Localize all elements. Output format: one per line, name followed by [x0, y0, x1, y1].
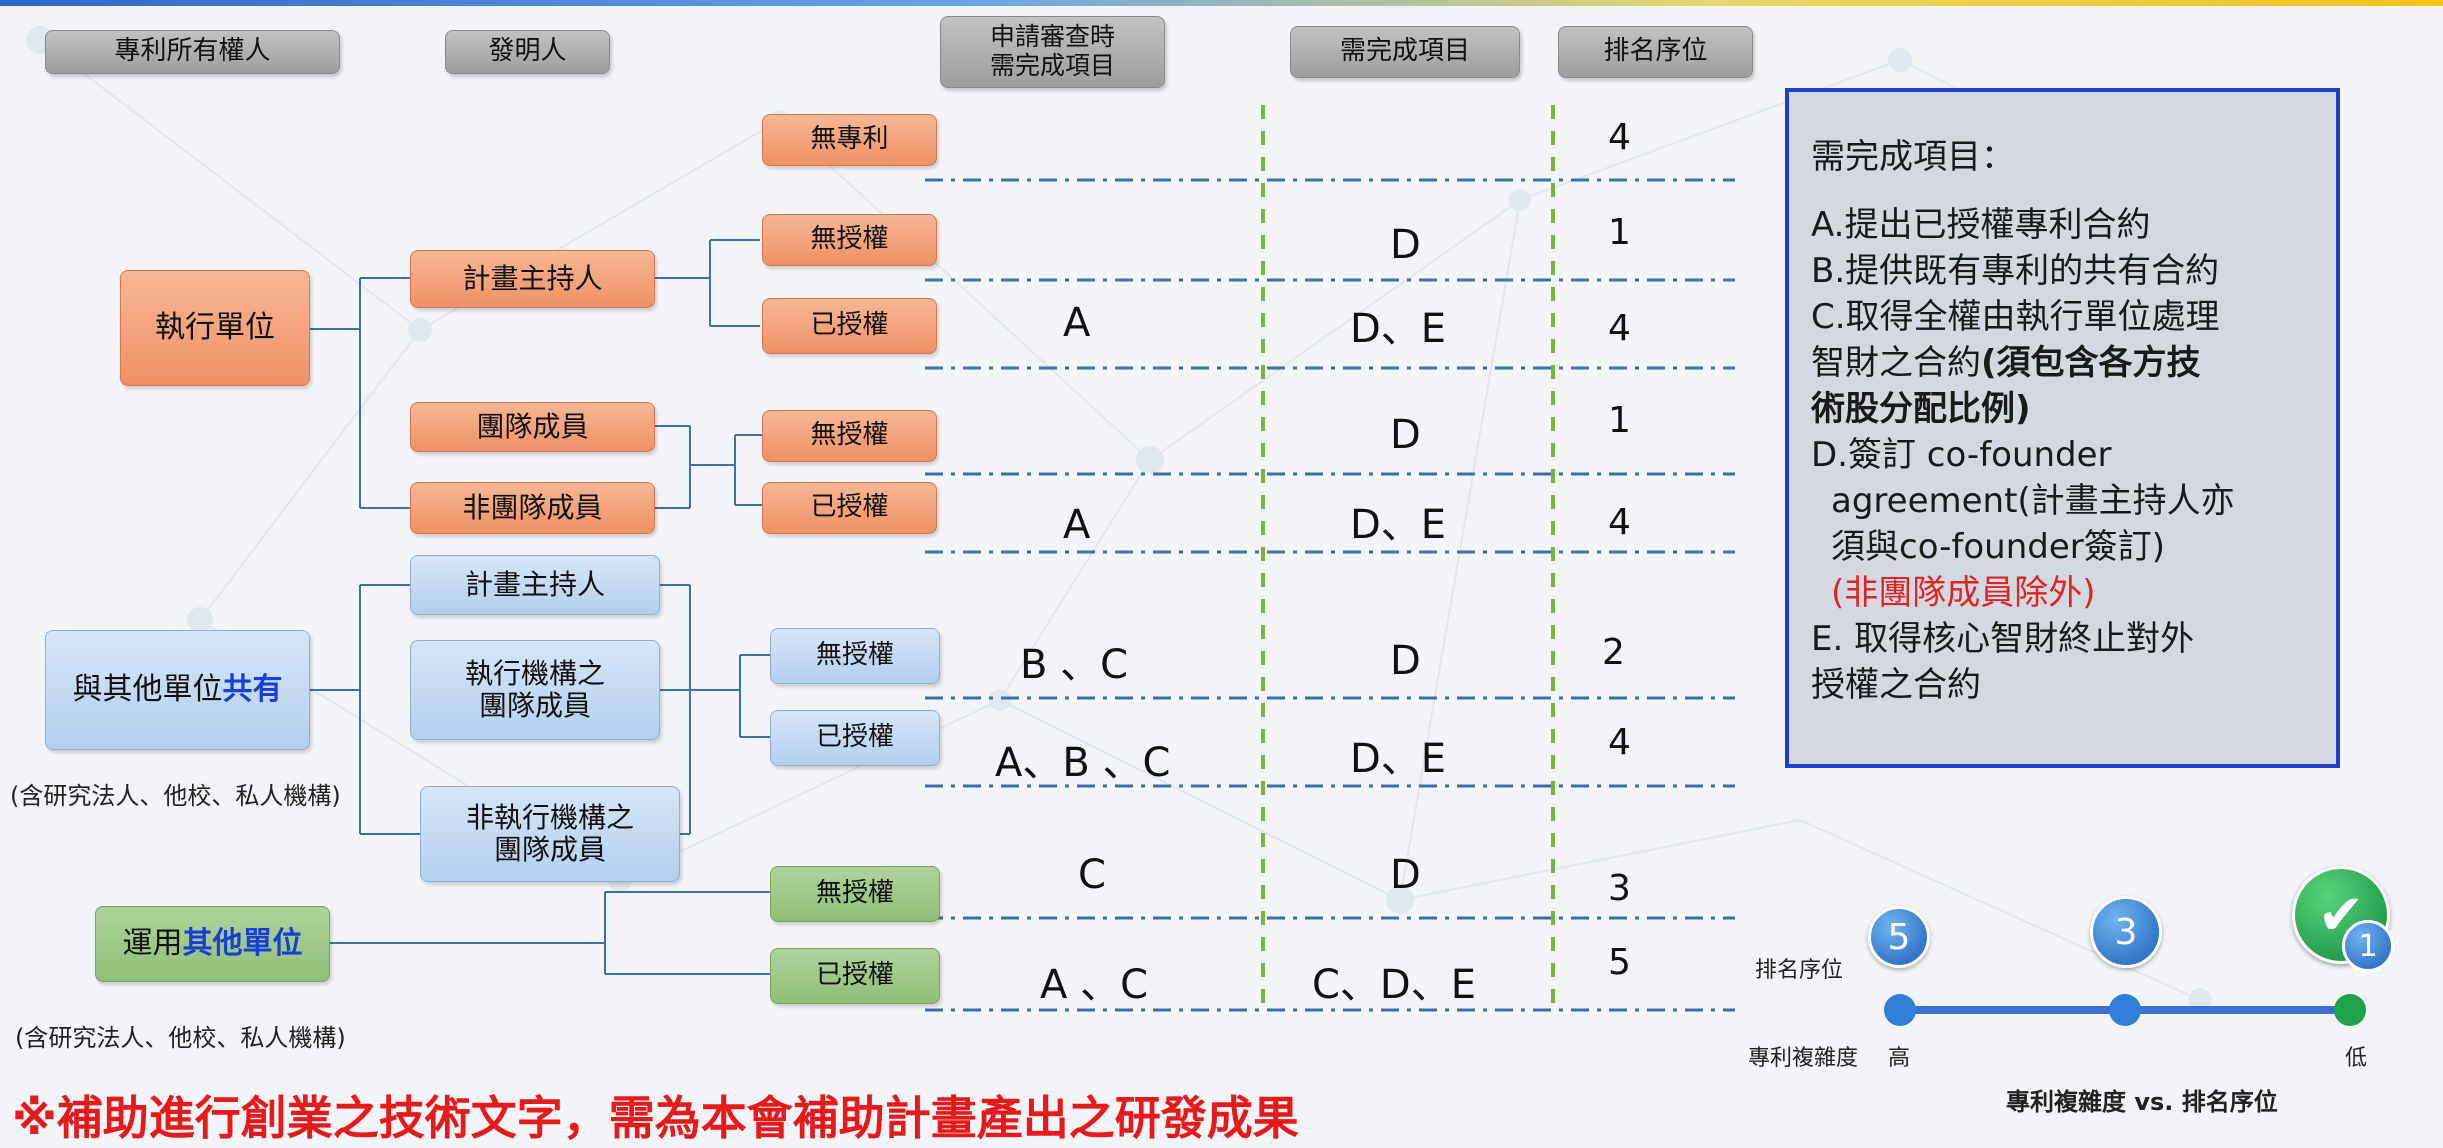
scale-track — [1884, 994, 2366, 1026]
top-accent-bar — [0, 0, 2443, 6]
legend-title: 需完成項目： — [1811, 137, 2015, 177]
rank-cell: 4 — [1608, 722, 1631, 763]
items-cell: D — [1390, 222, 1421, 268]
legend-item-c-cont: 智財之合約(須包含各方技 — [1811, 340, 2314, 386]
items-cell: D — [1390, 852, 1421, 898]
license-team-licensed: 已授權 — [762, 482, 937, 534]
legend-item-a: A.提出已授權專利合約 — [1811, 205, 2151, 245]
owner-shared-label: 與其他單位 — [72, 671, 223, 707]
rank-cell: 4 — [1608, 308, 1631, 349]
rank-cell: 1 — [1608, 400, 1631, 441]
legend-item-c-bold: (須包含各方技 — [1981, 343, 2201, 383]
license-shared-licensed: 已授權 — [770, 710, 940, 766]
footer-note: ※補助進行創業之技術文字，需為本會補助計畫產出之研發成果 — [12, 1091, 1299, 1145]
legend-item-d-cont2: 須與co-founder簽訂) — [1831, 527, 2166, 567]
scale-badge-3: 3 — [2090, 896, 2162, 968]
review-item-cell: B 、C — [1020, 642, 1129, 688]
inventor-non-inst-team: 非執行機構之 團隊成員 — [420, 786, 680, 882]
legend-box: 需完成項目： A.提出已授權專利合約 B.提供既有專利的共有合約 C.取得全權由… — [1785, 88, 2340, 768]
legend-item-d: D.簽訂 co-founder — [1811, 435, 2112, 475]
items-cell: D、E — [1350, 306, 1447, 352]
review-item-cell: A、B 、C — [995, 740, 1171, 786]
connector-lines — [310, 105, 1735, 1012]
rank-cell: 4 — [1608, 117, 1631, 158]
license-team-unlicensed: 無授權 — [762, 410, 937, 462]
owner-other: 運用其他單位 — [95, 906, 330, 982]
review-item-cell: C — [1078, 852, 1106, 898]
rank-cell: 4 — [1608, 502, 1631, 543]
header-rank: 排名序位 — [1558, 26, 1753, 78]
scale-high-label: 高 — [1888, 1046, 1911, 1071]
legend-item-d-exception: (非團隊成員除外) — [1831, 573, 2096, 613]
owner-other-label: 運用 — [122, 925, 183, 961]
scale-caption: 專利複雜度 vs. 排名序位 — [2006, 1088, 2278, 1116]
owner-shared: 與其他單位共有 — [45, 630, 310, 750]
scale-badge-1: 1 — [2342, 920, 2394, 972]
legend-item-d-cont: agreement(計畫主持人亦 — [1831, 481, 2235, 521]
header-owner: 專利所有權人 — [45, 30, 340, 74]
rank-cell: 5 — [1608, 942, 1631, 983]
owner-exec-unit: 執行單位 — [120, 270, 310, 386]
legend-item-e-cont: 授權之合約 — [1811, 665, 1981, 705]
rank-cell: 2 — [1602, 632, 1625, 673]
items-cell: D、E — [1350, 502, 1447, 548]
review-item-cell: A — [1063, 502, 1091, 548]
owner-other-note: (含研究法人、他校、私人機構) — [15, 1024, 346, 1052]
owner-shared-note: (含研究法人、他校、私人機構) — [10, 782, 341, 810]
items-cell: C、D、E — [1312, 962, 1477, 1008]
items-cell: D — [1390, 638, 1421, 684]
scale-rank-label: 排名序位 — [1755, 958, 1844, 983]
inventor-pi: 計畫主持人 — [410, 250, 655, 308]
inventor-non-team: 非團隊成員 — [410, 482, 655, 534]
license-pi-licensed: 已授權 — [762, 298, 937, 354]
rank-cell: 1 — [1608, 212, 1631, 253]
inventor-pi-shared: 計畫主持人 — [410, 555, 660, 615]
scale-low-label: 低 — [2345, 1046, 2368, 1071]
header-items: 需完成項目 — [1290, 26, 1520, 78]
license-pi-unlicensed: 無授權 — [762, 214, 937, 266]
owner-shared-highlight: 共有 — [222, 671, 283, 707]
owner-other-highlight: 其他單位 — [182, 925, 303, 961]
legend-item-e: E. 取得核心智財終止對外 — [1811, 619, 2195, 659]
review-item-cell: A 、C — [1040, 962, 1149, 1008]
license-no-patent: 無專利 — [762, 114, 937, 166]
legend-item-c-plain: 智財之合約 — [1811, 343, 1981, 383]
rank-cell: 3 — [1608, 868, 1631, 909]
license-shared-unlicensed: 無授權 — [770, 628, 940, 684]
header-review-items: 申請審查時 需完成項目 — [940, 16, 1165, 88]
license-other-unlicensed: 無授權 — [770, 866, 940, 922]
inventor-team: 團隊成員 — [410, 402, 655, 452]
scale-badge-5: 5 — [1868, 906, 1930, 968]
items-cell: D — [1390, 412, 1421, 458]
legend-item-c-bold-cont: 術股分配比例) — [1811, 389, 2031, 429]
review-item-cell: A — [1063, 300, 1091, 346]
header-inventor: 發明人 — [445, 30, 610, 74]
license-other-licensed: 已授權 — [770, 948, 940, 1004]
inventor-inst-team: 執行機構之 團隊成員 — [410, 640, 660, 740]
items-cell: D、E — [1350, 736, 1447, 782]
scale-complexity-label: 專利複雜度 — [1748, 1046, 1859, 1071]
legend-item-b: B.提供既有專利的共有合約 — [1811, 251, 2220, 291]
legend-item-c: C.取得全權由執行單位處理 — [1811, 297, 2220, 337]
